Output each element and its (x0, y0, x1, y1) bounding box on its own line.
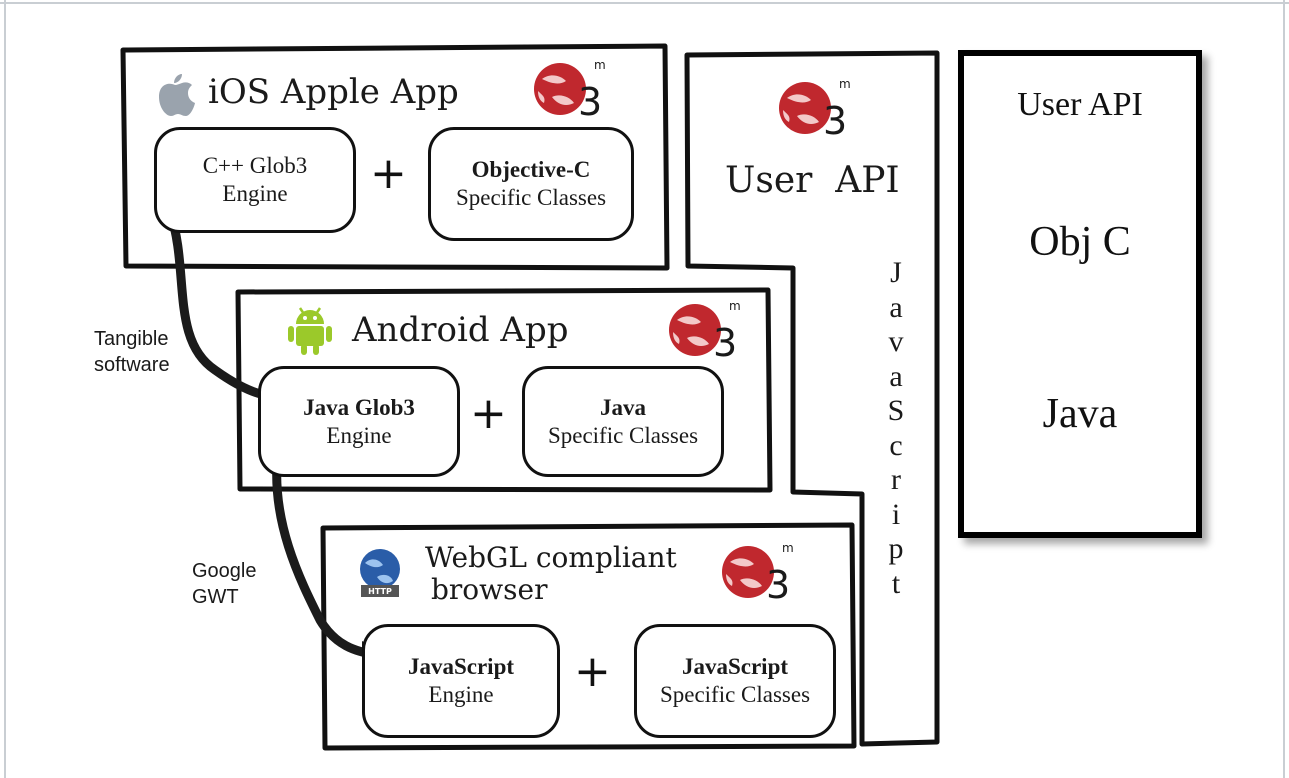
javascript-vertical-label: J a v a S c r i p t (876, 256, 916, 601)
legend-user-api: User API (1017, 86, 1143, 123)
glob3-logo-icon: 3 m (718, 540, 798, 607)
webgl-engine-line2: Engine (428, 682, 494, 707)
ios-specific-box: Objective-C Specific Classes (428, 127, 634, 241)
javascript-letter: J (890, 256, 902, 289)
svg-text:HTTP: HTTP (368, 587, 392, 596)
javascript-letter: S (887, 394, 905, 427)
webgl-title-line2: browser (431, 573, 548, 606)
android-engine-line2: Engine (326, 422, 392, 448)
svg-text:3: 3 (823, 99, 847, 138)
webgl-browser-frame (320, 522, 857, 751)
legend-obj-c: Obj C (1029, 219, 1131, 265)
svg-text:m: m (782, 541, 794, 555)
logo-superscript: m (594, 58, 606, 72)
javascript-letter: r (891, 463, 901, 496)
javascript-letter: a (889, 290, 903, 324)
tangible-software-label: Tangible software (94, 326, 170, 378)
globe-http-icon: HTTP (355, 547, 405, 599)
android-specific-box: Java Specific Classes (522, 366, 724, 477)
glob3-logo-icon: 3 m (775, 76, 855, 143)
javascript-letter: p (888, 532, 904, 565)
android-icon (286, 304, 334, 356)
ios-app-frame (120, 43, 670, 271)
svg-text:3: 3 (766, 563, 790, 602)
user-api-frame (684, 50, 940, 747)
gwt-line1: Google (192, 560, 257, 582)
svg-text:m: m (729, 299, 741, 313)
ios-plus: + (370, 148, 407, 199)
webgl-specific-line1: JavaScript (681, 654, 789, 679)
logo-digit: 3 (578, 80, 602, 119)
svg-text:m: m (839, 77, 851, 91)
webgl-engine-box: JavaScript Engine (362, 624, 560, 738)
webgl-plus: + (574, 646, 611, 697)
tangible-line2: software (94, 354, 170, 376)
ios-engine-line1: C++ Glob3 (202, 153, 308, 178)
frame-right-line (1283, 0, 1285, 778)
tangible-line1: Tangible (94, 328, 169, 350)
javascript-letter: t (891, 566, 901, 600)
legend-panel-frame (958, 50, 1202, 538)
javascript-letter: v (888, 325, 904, 358)
ios-engine-line2: Engine (222, 181, 288, 206)
glob3-logo-icon: 3 m (665, 298, 745, 365)
gwt-arrow (272, 447, 383, 660)
android-plus: + (470, 388, 507, 439)
webgl-title-line1: WebGL compliant (425, 541, 677, 574)
frame-top-line (0, 2, 1289, 4)
webgl-title: WebGL compliant browser (425, 542, 677, 606)
webgl-specific-box: JavaScript Specific Classes (634, 624, 836, 738)
android-app-title: Android App (352, 310, 569, 350)
android-app-frame (235, 287, 773, 493)
android-specific-line2: Specific Classes (547, 422, 699, 448)
ios-engine-box: C++ Glob3 Engine (154, 127, 356, 233)
tangible-arrow (165, 207, 283, 403)
glob3-logo-icon: 3 m (530, 57, 610, 124)
javascript-letter: c (889, 428, 903, 462)
android-specific-line1: Java (600, 394, 646, 420)
svg-text:3: 3 (713, 321, 737, 360)
ios-specific-line1: Objective-C (471, 157, 591, 182)
legend-java: Java (1042, 391, 1118, 437)
gwt-line2: GWT (192, 586, 239, 608)
javascript-letter: i (891, 497, 901, 531)
google-gwt-label: Google GWT (192, 558, 257, 610)
android-engine-box: Java Glob3 Engine (258, 366, 460, 477)
javascript-letter: a (889, 359, 903, 393)
apple-icon (155, 70, 195, 118)
frame-left-line (4, 0, 6, 778)
webgl-specific-line2: Specific Classes (659, 682, 811, 707)
webgl-engine-line1: JavaScript (407, 654, 515, 679)
ios-app-title: iOS Apple App (208, 72, 459, 112)
user-api-title: User API (725, 160, 900, 201)
android-engine-line1: Java Glob3 (303, 394, 415, 420)
ios-specific-line2: Specific Classes (455, 185, 607, 210)
